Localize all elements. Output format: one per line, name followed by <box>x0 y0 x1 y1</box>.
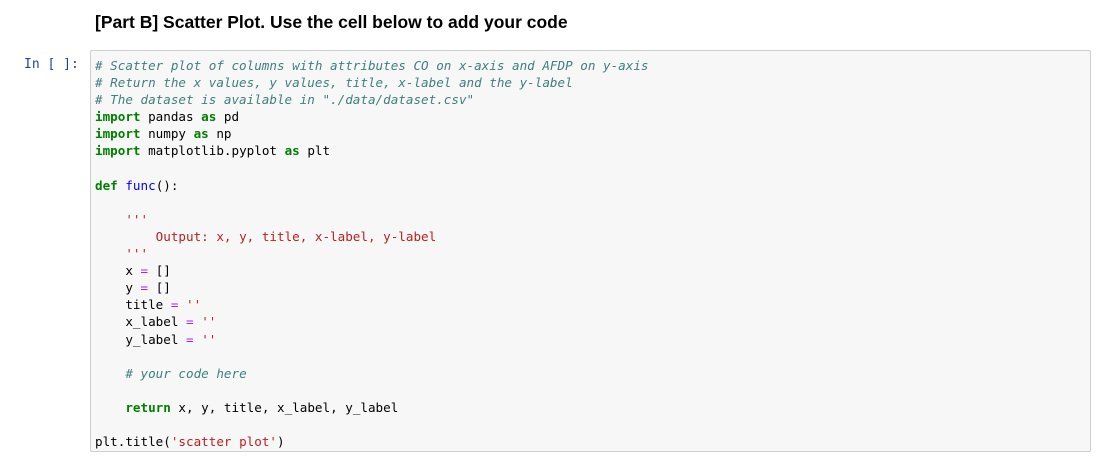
assign-op: = <box>170 297 179 313</box>
code-line-blank-5 <box>95 416 649 433</box>
empty-list: [] <box>148 280 171 296</box>
empty-string: '' <box>193 331 217 347</box>
code-line-6: import matplotlib.pyplot as plt <box>95 142 649 159</box>
plt-title-arg: 'scatter plot' <box>170 434 277 450</box>
assign-op: = <box>140 263 149 279</box>
code-line-doc-body: Output: x, y, title, x-label, y-label <box>95 228 649 245</box>
var-y-label: y_label <box>125 331 187 347</box>
code-line-4: import pandas as pd <box>95 108 649 125</box>
module-pandas: pandas <box>140 109 202 125</box>
comment-scatter: # Scatter plot of columns with attribute… <box>95 58 649 73</box>
code-line-xlabel: x_label = '' <box>95 313 649 330</box>
docstring-open: ''' <box>125 211 149 227</box>
code-line-your-code: # your code here <box>95 365 649 382</box>
docstring-body: Output: x, y, title, x-label, y-label <box>125 228 437 244</box>
as-keyword: as <box>284 143 300 159</box>
docstring-close: ''' <box>125 246 149 262</box>
var-y: y <box>125 280 141 296</box>
module-matplotlib: matplotlib.pyplot <box>140 143 285 159</box>
code-line-ylabel: y_label = '' <box>95 331 649 348</box>
part-b-heading: [Part B] Scatter Plot. Use the cell belo… <box>95 12 568 32</box>
code-line-1: # Scatter plot of columns with attribute… <box>95 57 649 74</box>
code-text[interactable]: # Scatter plot of columns with attribute… <box>95 57 649 450</box>
as-keyword: as <box>193 126 209 142</box>
alias-plt: plt <box>299 143 331 159</box>
empty-string: '' <box>178 297 202 313</box>
return-keyword: return <box>125 399 171 415</box>
empty-list: [] <box>148 263 171 279</box>
var-x: x <box>125 263 141 279</box>
def-keyword: def <box>95 177 118 193</box>
code-line-doc-open: ''' <box>95 211 649 228</box>
code-line-x: x = [] <box>95 262 649 279</box>
func-signature-tail: (): <box>155 177 179 193</box>
plt-title-call: plt.title( <box>95 434 171 450</box>
plt-title-close: ) <box>276 434 285 450</box>
func-name: func <box>125 177 156 193</box>
empty-string: '' <box>193 314 217 330</box>
alias-np: np <box>208 126 232 142</box>
code-line-2: # Return the x values, y values, title, … <box>95 74 649 91</box>
code-line-5: import numpy as np <box>95 125 649 142</box>
assign-op: = <box>186 331 194 347</box>
var-title: title <box>125 297 171 313</box>
import-keyword: import <box>95 143 141 159</box>
code-line-3: # The dataset is available in "./data/da… <box>95 91 649 108</box>
import-keyword: import <box>95 126 141 142</box>
assign-op: = <box>186 314 194 330</box>
comment-dataset: # The dataset is available in "./data/da… <box>95 92 475 108</box>
code-line-y: y = [] <box>95 279 649 296</box>
as-keyword: as <box>201 109 217 125</box>
assign-op: = <box>140 280 149 296</box>
import-keyword: import <box>95 109 141 125</box>
code-line-blank-1 <box>95 160 649 177</box>
code-line-def: def func(): <box>95 177 649 194</box>
code-line-return: return x, y, title, x_label, y_label <box>95 399 649 416</box>
code-line-blank-3 <box>95 348 649 365</box>
alias-pd: pd <box>216 109 240 125</box>
module-numpy: numpy <box>140 126 194 142</box>
code-cell-editor[interactable]: # Scatter plot of columns with attribute… <box>90 50 1091 452</box>
code-line-doc-close: ''' <box>95 245 649 262</box>
comment-your-code: # your code here <box>125 365 247 381</box>
var-x-label: x_label <box>125 314 187 330</box>
comment-return: # Return the x values, y values, title, … <box>95 75 573 91</box>
code-line-blank-2 <box>95 194 649 211</box>
cell-prompt: In [ ]: <box>24 57 79 72</box>
code-line-plt-title: plt.title('scatter plot') <box>95 433 649 450</box>
code-line-blank-4 <box>95 382 649 399</box>
code-line-title: title = '' <box>95 296 649 313</box>
return-values: x, y, title, x_label, y_label <box>170 399 399 415</box>
